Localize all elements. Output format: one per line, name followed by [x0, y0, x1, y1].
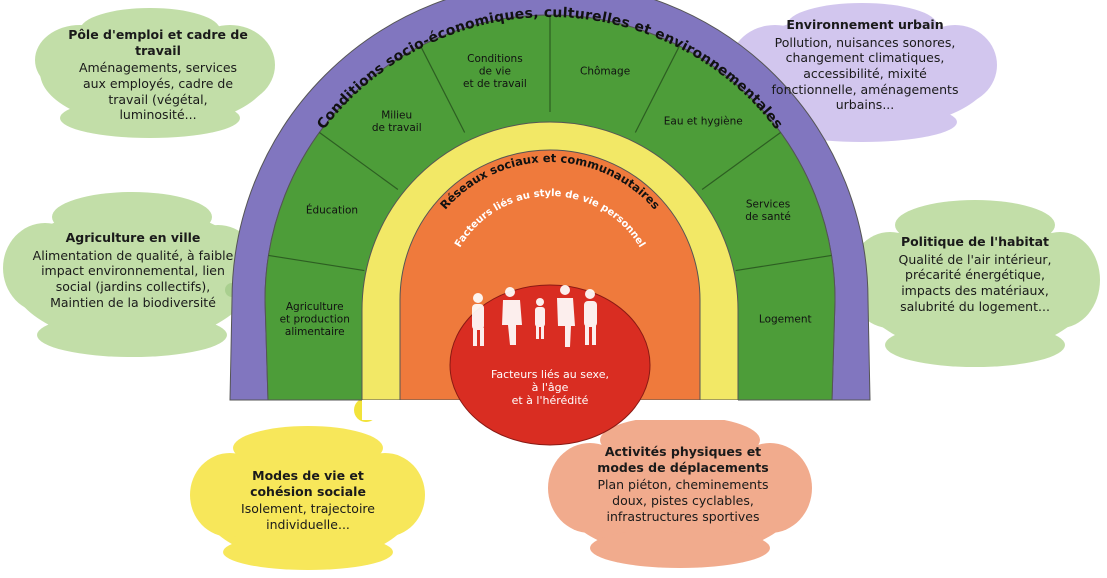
cloud-habitat-body: Qualité de l'air intérieur, précarité én… — [898, 251, 1052, 314]
red-core — [449, 284, 651, 446]
cloud-modes-vie-shape — [190, 426, 425, 570]
cloud-activites-shape — [548, 416, 812, 568]
cloud-modes-vie-title: Modes de vie et cohésion sociale — [250, 468, 366, 499]
sector-divider — [268, 254, 365, 272]
sector-label: Logement — [759, 314, 812, 326]
cloud-agriculture: Agriculture en ville Alimentation de qua… — [28, 230, 238, 310]
cloud-emploi: Pôle d'emploi et cadre de travail Aménag… — [68, 27, 248, 123]
cloud-modes-vie: Modes de vie et cohésion sociale Isoleme… — [228, 468, 388, 533]
cloud-emploi-title: Pôle d'emploi et cadre de travail — [68, 27, 248, 58]
cloud-environnement-title: Environnement urbain — [786, 17, 944, 32]
sector-dividers — [268, 15, 832, 272]
cloud-environnement-body: Pollution, nuisances sonores, changement… — [771, 34, 959, 113]
cloud-activites: Activités physiques et modes de déplacem… — [588, 444, 778, 524]
cloud-modes-vie-body: Isolement, trajectoire individuelle... — [241, 501, 375, 532]
cloud-environnement: Environnement urbain Pollution, nuisance… — [765, 17, 965, 113]
cloud-agriculture-title: Agriculture en ville — [65, 230, 201, 245]
sector-divider — [319, 131, 399, 190]
cloud-habitat-shape — [848, 200, 1100, 367]
sector-divider — [701, 131, 781, 190]
cloud-habitat-title: Politique de l'habitat — [900, 234, 1050, 249]
sector-label: Éducation — [306, 204, 358, 217]
sector-divider — [420, 45, 466, 133]
cloud-activites-body: Plan piéton, cheminements doux, pistes c… — [597, 477, 769, 524]
cloud-agriculture-body: Alimentation de qualité, à faible impact… — [32, 247, 234, 310]
cloud-emploi-shape — [35, 8, 275, 138]
sector-label: Chômage — [580, 66, 630, 78]
cloud-emploi-body: Aménagements, services aux employés, cad… — [78, 60, 238, 123]
sector-divider — [634, 45, 680, 133]
sector-label: Eau et hygiène — [664, 116, 743, 128]
sector-divider — [735, 254, 832, 272]
cloud-activites-title: Activités physiques et modes de déplacem… — [597, 444, 769, 475]
people-silhouettes-icon — [472, 285, 597, 347]
cloud-habitat: Politique de l'habitat Qualité de l'air … — [880, 234, 1070, 314]
